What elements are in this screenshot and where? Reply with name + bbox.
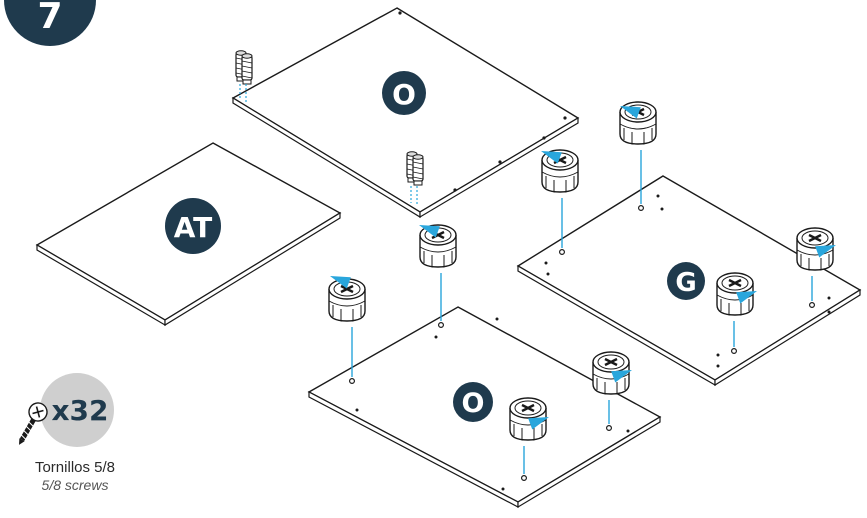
cam-lock-icon — [538, 145, 580, 248]
wooden-dowel-icon — [406, 151, 424, 205]
panel-right-label: G — [675, 268, 696, 298]
cam-lock-icon — [327, 270, 367, 377]
step-badge: 7 — [4, 0, 96, 46]
screw-caption-en: 5/8 screws — [41, 477, 109, 493]
cam-lock-icon — [416, 219, 458, 321]
screw-quantity: x32 — [51, 394, 108, 427]
cam-lock-icon — [795, 226, 839, 301]
cam-lock-icon — [715, 271, 760, 347]
cam-lock-icon — [591, 350, 635, 424]
panel-back: AT — [35, 142, 342, 327]
step-number: 7 — [37, 0, 62, 37]
panel-bottom: O — [307, 306, 662, 509]
panel-right: G — [516, 175, 862, 387]
panel-back-label: AT — [174, 211, 213, 244]
cam-lock-icon — [617, 100, 658, 204]
screw-caption-es: Tornillos 5/8 — [34, 459, 116, 476]
panel-top-label: O — [392, 78, 416, 111]
wooden-dowel-icon — [235, 50, 253, 102]
panel-top: O — [231, 7, 580, 219]
screw-icon — [19, 402, 48, 445]
panel-bottom-label: O — [462, 388, 485, 419]
cam-lock-icon — [508, 396, 552, 474]
screw-quantity-badge: x32 — [19, 373, 114, 447]
